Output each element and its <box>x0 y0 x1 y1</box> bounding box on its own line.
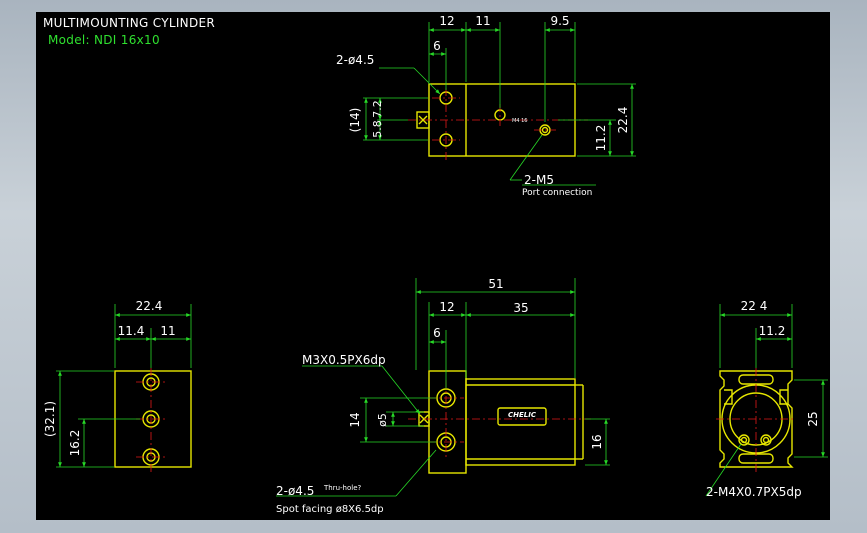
left-dim-11-4: 11.4 <box>118 324 145 338</box>
top-dim-6: 6 <box>433 39 441 53</box>
top-dim-7-2: 7.2 <box>371 100 384 118</box>
drawing-canvas: MULTIMOUNTING CYLINDER Model: NDI 16x10 <box>36 12 830 520</box>
front-brand-label: CHELIC <box>508 411 537 419</box>
top-hole-label: 2-ø4.5 <box>336 53 374 67</box>
left-view: 22.4 11.4 11 (32.1) 16.2 <box>43 299 192 472</box>
front-view: 51 12 35 6 M3X0.5PX6dp 14 ø5 16 2-ø4.5 T… <box>276 277 610 515</box>
left-dim-32-1: (32.1) <box>43 401 57 437</box>
right-dim-25: 25 <box>806 411 820 426</box>
front-dim-o5: ø5 <box>376 413 389 427</box>
top-dim-11-2: 11.2 <box>594 125 608 152</box>
right-view: 22 4 11.2 25 2-M4X0.7PX5dp <box>705 299 828 499</box>
front-barrel <box>465 378 576 466</box>
left-dim-22-4: 22.4 <box>136 299 163 313</box>
top-dim-12: 12 <box>439 14 454 28</box>
left-dim-11: 11 <box>160 324 175 338</box>
front-dim-35: 35 <box>513 301 528 315</box>
model-label: Model: NDI 16x10 <box>48 33 160 47</box>
right-tap-label: 2-M4X0.7PX5dp <box>706 485 802 499</box>
drawing-title: MULTIMOUNTING CYLINDER <box>43 16 216 30</box>
front-hole-label-sup: Thru-hole? <box>323 484 362 492</box>
top-dim-14: (14) <box>348 108 362 133</box>
front-label-plate <box>497 407 547 426</box>
top-port-label: 2-M5 <box>524 173 554 187</box>
top-dim-22-4: 22.4 <box>616 107 630 134</box>
left-dim-16-2: 16.2 <box>68 430 82 457</box>
front-dim-51: 51 <box>488 277 503 291</box>
front-dim-16: 16 <box>590 434 604 449</box>
front-dim-14: 14 <box>348 412 362 427</box>
top-port-note: Port connection <box>522 188 592 198</box>
top-dim-5-8: 5.8 <box>371 120 384 138</box>
front-dim-12: 12 <box>439 300 454 314</box>
cad-drawing: 12 11 9.5 6 2-ø4.5 2-M5 Port connection … <box>43 14 828 515</box>
top-thread-mark: M4 16 <box>512 118 527 124</box>
front-cap <box>428 370 467 474</box>
top-view: 12 11 9.5 6 2-ø4.5 2-M5 Port connection … <box>336 14 636 198</box>
front-spot-label: Spot facing ø8X6.5dp <box>276 504 384 515</box>
right-tap-hole-2 <box>760 434 772 446</box>
top-dim-9-5: 9.5 <box>550 14 569 28</box>
front-screw-label: M3X0.5PX6dp <box>302 353 386 367</box>
front-dim-6: 6 <box>433 326 441 340</box>
right-tap-hole-1 <box>738 434 750 446</box>
right-dim-22-4: 22 4 <box>741 299 768 313</box>
front-hole-label: 2-ø4.5 <box>276 484 314 498</box>
top-dim-11: 11 <box>475 14 490 28</box>
right-dim-11-2: 11.2 <box>759 324 786 338</box>
